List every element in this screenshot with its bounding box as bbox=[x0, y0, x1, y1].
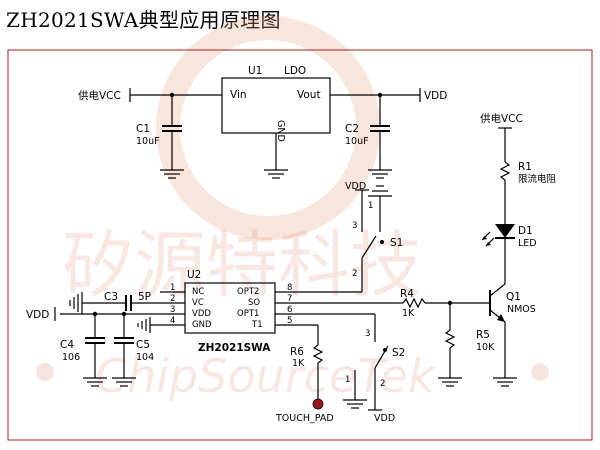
d1-ref: D1 bbox=[518, 225, 533, 237]
c2-ref: C2 bbox=[345, 123, 359, 135]
u2-pin-name-8: OPT2 bbox=[237, 287, 259, 297]
c1-ref: C1 bbox=[136, 123, 150, 135]
c4-value: 106 bbox=[62, 352, 80, 363]
switch-s2: VDD 3 1 2 S2 bbox=[343, 314, 405, 424]
page-title: ZH2021SWA典型应用原理图 bbox=[6, 8, 281, 32]
ldo-ref: U1 bbox=[248, 65, 262, 77]
drawing-frame bbox=[7, 49, 593, 441]
s2-vdd-label: VDD bbox=[374, 413, 395, 424]
s1-pin1: 1 bbox=[368, 201, 373, 211]
u2-pin-num-8: 8 bbox=[287, 283, 292, 293]
r1-desc: 限流电阻 bbox=[518, 173, 557, 185]
u2-pin-num-5: 5 bbox=[287, 316, 292, 326]
u2-pin-num-1: 1 bbox=[170, 283, 175, 293]
u2-ref: U2 bbox=[187, 269, 201, 281]
s2-ref: S2 bbox=[392, 347, 405, 359]
r6-ref: R6 bbox=[290, 346, 304, 358]
r4-value: 1K bbox=[402, 308, 415, 319]
s2-pin1: 1 bbox=[345, 375, 350, 385]
c2-value: 10uF bbox=[345, 136, 369, 147]
s1-vdd-label: VDD bbox=[345, 181, 366, 192]
ldo-pin-vin: Vin bbox=[230, 89, 247, 101]
touch-pad-label: TOUCH_PAD bbox=[275, 413, 334, 424]
left-caps: VDD C3 5P C4 106 bbox=[26, 291, 154, 387]
r5-value: 10K bbox=[476, 342, 495, 353]
s1-ref: S1 bbox=[390, 237, 403, 249]
r6-value: 1K bbox=[292, 358, 305, 369]
ldo-pin-gnd: GND bbox=[275, 120, 286, 142]
ldo-pin-vout: Vout bbox=[297, 89, 321, 101]
u2-pin-num-3: 3 bbox=[170, 305, 175, 315]
switch-s1: VDD 3 1 2 S1 bbox=[345, 181, 403, 285]
c3-value: 5P bbox=[138, 291, 151, 303]
r4-ref: R4 bbox=[400, 288, 414, 300]
watermark: 矽源特科技 ChipSourceTek bbox=[36, 16, 549, 403]
u2-pin-num-7: 7 bbox=[287, 294, 292, 304]
ldo-type: LDO bbox=[284, 65, 306, 77]
c3-ref: C3 bbox=[104, 291, 118, 303]
u2-pin-name-1: NC bbox=[192, 287, 204, 297]
watermark-dot-left bbox=[36, 363, 54, 381]
s2-pin2: 2 bbox=[380, 379, 385, 389]
u2-section: U2 ZH2021SWA NC VC VDD GND OPT2 SO OPT1 … bbox=[60, 269, 398, 354]
watermark-dot-right bbox=[531, 363, 549, 381]
r5-ref: R5 bbox=[476, 329, 490, 341]
u2-chip bbox=[184, 282, 276, 334]
vdd-output-label: VDD bbox=[424, 90, 447, 102]
u2-pin-name-7: SO bbox=[248, 298, 260, 308]
led-icon bbox=[495, 224, 515, 238]
watermark-en: ChipSourceTek bbox=[95, 349, 437, 403]
u2-pin-name-2: VC bbox=[192, 298, 204, 308]
s1-pin3: 3 bbox=[352, 221, 357, 231]
c5-ref: C5 bbox=[136, 339, 150, 351]
c4-ref: C4 bbox=[60, 339, 74, 351]
u2-pin-num-4: 4 bbox=[170, 316, 175, 326]
s1-pin2: 2 bbox=[352, 269, 357, 279]
d1-desc: LED bbox=[518, 238, 537, 249]
u2-pin-num-2: 2 bbox=[170, 294, 175, 304]
s2-pin3: 3 bbox=[365, 329, 370, 339]
u2-pin-name-3: VDD bbox=[192, 309, 211, 319]
output-section: R4 1K R5 10K Q1 NMOS D1 LED bbox=[398, 112, 557, 387]
watermark-logo-ring bbox=[156, 16, 380, 240]
vdd-left-label: VDD bbox=[26, 309, 49, 321]
u2-pin-name-4: GND bbox=[192, 320, 212, 330]
u2-pin-num-6: 6 bbox=[287, 305, 292, 315]
q1-ref: Q1 bbox=[506, 291, 521, 303]
touch-section: R6 1K TOUCH_PAD bbox=[275, 325, 334, 424]
touch-pad-icon bbox=[312, 398, 324, 410]
vcc-input-label: 供电VCC bbox=[78, 89, 121, 102]
c5-value: 104 bbox=[136, 352, 154, 363]
r1-vcc-label: 供电VCC bbox=[480, 112, 523, 125]
ldo-section: 供电VCC U1 LDO Vin Vout GND VDD C1 10uF bbox=[78, 65, 447, 179]
u2-pin-name-6: OPT1 bbox=[237, 309, 259, 319]
c1-value: 10uF bbox=[136, 136, 160, 147]
u2-part: ZH2021SWA bbox=[198, 342, 271, 354]
u2-pin-name-5: T1 bbox=[251, 320, 263, 330]
r1-ref: R1 bbox=[518, 161, 532, 173]
q1-desc: NMOS bbox=[507, 304, 536, 315]
